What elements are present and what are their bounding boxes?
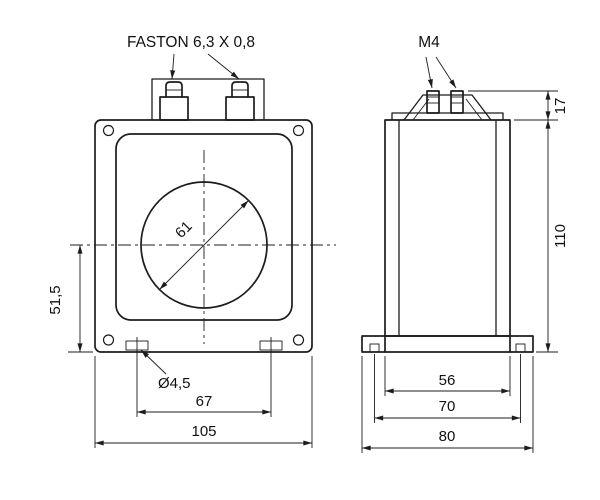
corner-hole-bottom-left	[102, 334, 115, 346]
faston-leader-left	[170, 53, 176, 80]
svg-text:56: 56	[439, 372, 456, 389]
terminal-clamp	[403, 94, 492, 121]
dim-105: 105	[94, 356, 313, 448]
side-body-outline	[384, 119, 511, 337]
dim-51-5: 51,5	[47, 245, 93, 353]
dim-dia-4-5: Ø4,5	[140, 349, 191, 392]
svg-text:110: 110	[552, 224, 569, 248]
front-body-outline	[94, 119, 313, 353]
faston-terminal-left	[159, 81, 189, 121]
corner-hole-bottom-right	[292, 334, 305, 346]
foot-slot-left	[369, 343, 380, 353]
svg-text:Ø4,5: Ø4,5	[158, 375, 191, 392]
m4-screw-left	[426, 90, 440, 114]
mounting-feet	[361, 335, 534, 353]
dim-70: 70	[374, 354, 521, 423]
dim-17: 17	[468, 90, 569, 121]
svg-text:51,5: 51,5	[47, 285, 64, 314]
faston-terminal-right	[225, 81, 255, 121]
svg-text:70: 70	[439, 398, 456, 415]
dim-67: 67	[136, 337, 272, 417]
dim-80: 80	[361, 356, 534, 453]
dim-56: 56	[384, 356, 511, 396]
foot-slot-right	[515, 343, 526, 353]
m4-screw-right	[450, 90, 464, 114]
svg-text:105: 105	[191, 423, 216, 440]
dim-110: 110	[536, 120, 569, 353]
corner-hole-top-left	[102, 124, 115, 137]
svg-text:61: 61	[172, 218, 196, 242]
m4-leader-left	[425, 56, 433, 89]
m4-leader-right	[435, 56, 457, 89]
front-view	[70, 78, 336, 353]
top-cap	[391, 112, 504, 120]
svg-text:80: 80	[439, 428, 456, 445]
m4-label: M4	[418, 34, 440, 51]
terminal-housing	[151, 78, 265, 120]
faston-leader-right	[207, 53, 240, 80]
side-view	[361, 90, 534, 353]
svg-text:17: 17	[552, 98, 569, 115]
faston-label: FASTON 6,3 X 0,8	[127, 34, 255, 51]
svg-text:67: 67	[196, 393, 213, 410]
corner-hole-top-right	[292, 124, 305, 137]
